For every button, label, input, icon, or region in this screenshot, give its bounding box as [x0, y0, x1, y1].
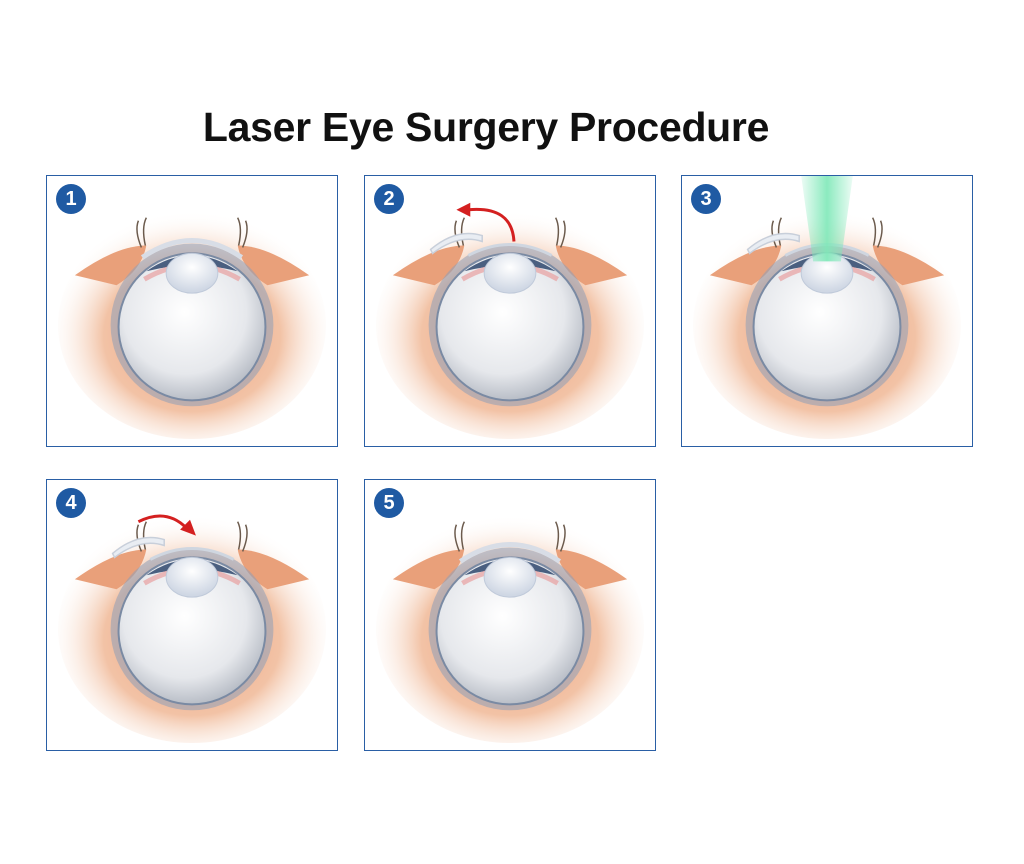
- step-number-badge: 2: [374, 184, 404, 214]
- lens: [166, 557, 218, 597]
- lens: [484, 253, 536, 293]
- eye-illustration: [365, 176, 655, 446]
- step-panel-1: 1: [46, 175, 338, 447]
- eye-illustration: [365, 480, 655, 750]
- lens: [166, 253, 218, 293]
- eye-illustration: [47, 480, 337, 750]
- step-number-badge: 3: [691, 184, 721, 214]
- step-number-badge: 1: [56, 184, 86, 214]
- step-number-badge: 4: [56, 488, 86, 518]
- eye-illustration: [47, 176, 337, 446]
- lift-arrow-head: [456, 203, 470, 217]
- step-panel-3: 3: [681, 175, 973, 447]
- step-panel-4: 4: [46, 479, 338, 751]
- page-title: Laser Eye Surgery Procedure: [0, 104, 972, 151]
- eye-illustration: [682, 176, 972, 446]
- step-panel-2: 2: [364, 175, 656, 447]
- step-number-badge: 5: [374, 488, 404, 518]
- lens: [484, 557, 536, 597]
- step-panel-5: 5: [364, 479, 656, 751]
